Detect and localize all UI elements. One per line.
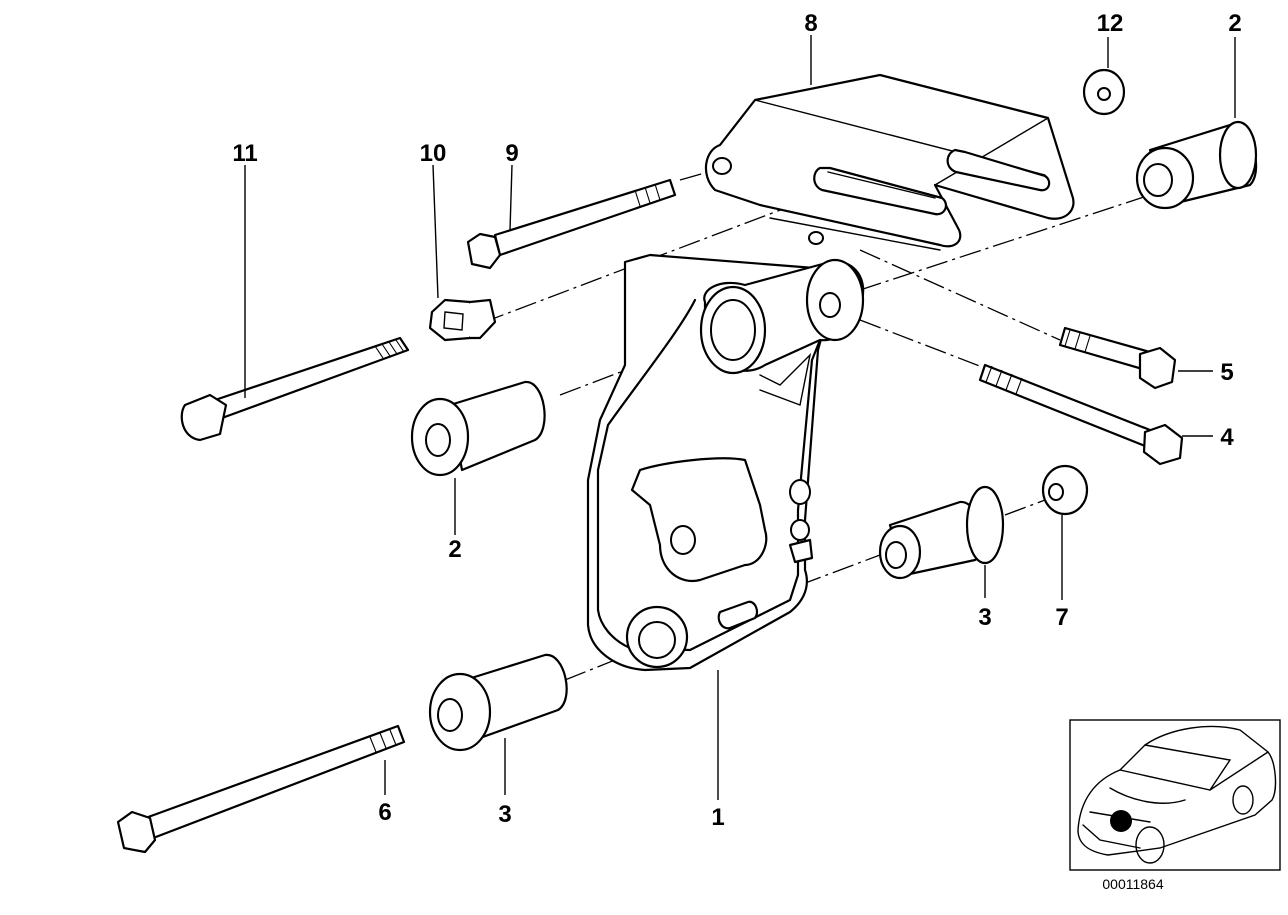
callout-3-left: 3 <box>498 801 511 828</box>
bushing-part-3-right <box>878 485 1005 580</box>
bushing-part-2-right <box>1135 120 1258 210</box>
callout-10: 10 <box>420 140 447 167</box>
callout-2-left: 2 <box>448 536 461 563</box>
support-bracket-part-1 <box>586 231 865 672</box>
drawing-reference-number: 00011864 <box>1102 876 1163 892</box>
callout-8: 8 <box>804 10 817 37</box>
bolt-part-4 <box>978 363 1184 466</box>
callout-1: 1 <box>711 804 724 831</box>
callout-2-top-right: 2 <box>1228 10 1241 37</box>
long-bolt-part-11 <box>180 336 410 442</box>
callout-11: 11 <box>232 140 257 167</box>
callout-3-right: 3 <box>978 604 991 631</box>
vehicle-locator-inset: 00011864 <box>1069 719 1281 892</box>
callout-12: 12 <box>1097 10 1124 37</box>
car-silhouette-icon <box>1077 725 1277 864</box>
bolt-part-5 <box>1058 326 1177 390</box>
callout-7: 7 <box>1055 604 1068 631</box>
bushing-part-3-left <box>428 653 568 752</box>
nut-part-12 <box>1082 68 1126 116</box>
callout-5: 5 <box>1220 359 1233 386</box>
bolt-part-6 <box>116 724 406 854</box>
callout-4: 4 <box>1220 424 1234 451</box>
callout-6: 6 <box>378 799 391 826</box>
leader-lines <box>244 35 1236 800</box>
bolt-part-9 <box>466 178 677 270</box>
upper-bracket-part-8 <box>704 73 1075 251</box>
callout-numbers: 8 12 2 11 10 9 5 4 2 3 7 6 3 1 <box>232 10 1241 831</box>
nut-part-10 <box>428 298 497 342</box>
nut-part-7 <box>1041 464 1089 516</box>
bushing-part-2-left <box>410 380 546 477</box>
callout-9: 9 <box>505 140 518 167</box>
